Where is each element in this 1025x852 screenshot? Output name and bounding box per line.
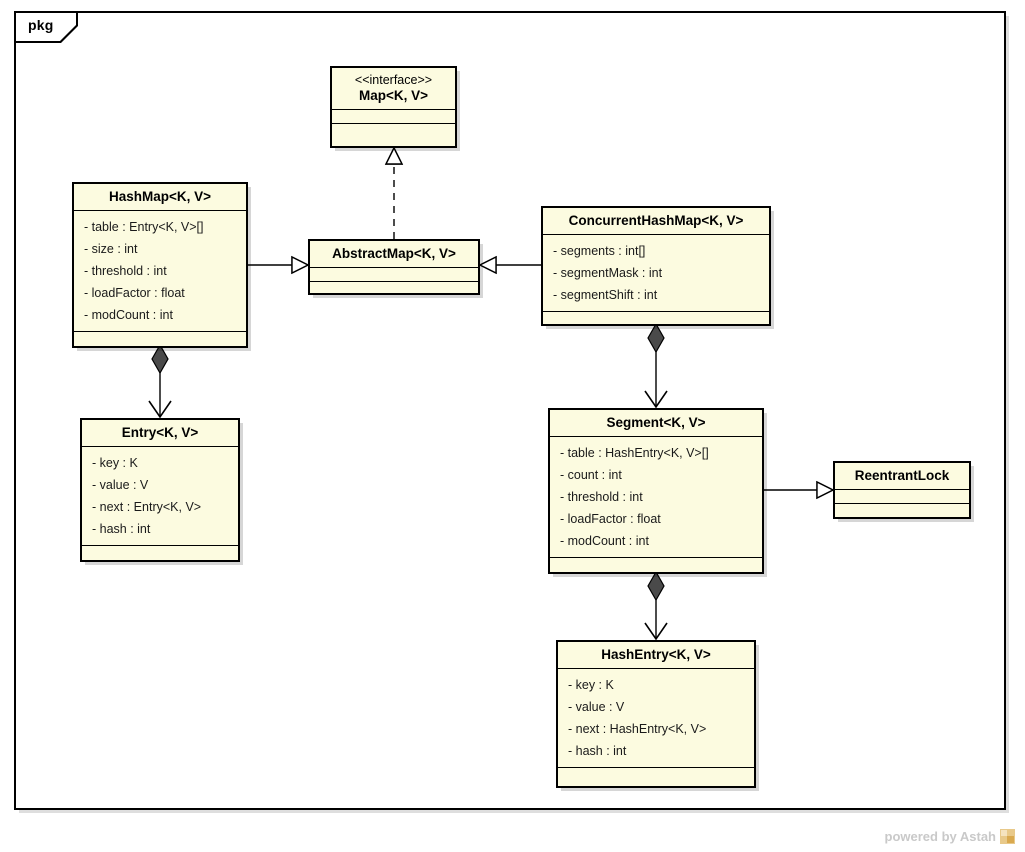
class-box-hashentry[interactable]: HashEntry<K, V> - key : K - value : V - … — [556, 640, 756, 788]
attribute-row: - loadFactor : float — [560, 512, 661, 526]
attribute-row: - count : int — [560, 468, 622, 482]
attribute-row: - table : HashEntry<K, V>[] — [560, 446, 709, 460]
class-title-entry: Entry<K, V> — [82, 420, 238, 447]
class-title-hashmap: HashMap<K, V> — [74, 184, 246, 211]
package-frame — [14, 11, 1006, 810]
attribute-row: - threshold : int — [84, 264, 167, 278]
class-box-reentrantlock[interactable]: ReentrantLock — [833, 461, 971, 519]
attribute-row: - modCount : int — [560, 534, 649, 548]
astah-logo-icon — [1000, 829, 1015, 844]
attribute-row: - value : V — [92, 478, 149, 492]
class-name-hashentry: HashEntry<K, V> — [601, 647, 711, 662]
attribute-row: - threshold : int — [560, 490, 643, 504]
rel-concurrenthashmap-abstractmap — [478, 255, 541, 275]
class-attributes-reentrantlock — [835, 490, 969, 504]
class-box-map[interactable]: <<interface>> Map<K, V> — [330, 66, 457, 148]
class-operations-map — [332, 124, 455, 140]
class-box-segment[interactable]: Segment<K, V> - table : HashEntry<K, V>[… — [548, 408, 764, 574]
package-frame-tab: pkg — [14, 11, 76, 41]
class-operations-reentrantlock — [835, 504, 969, 520]
class-operations-entry — [82, 546, 238, 562]
attribute-row: - table : Entry<K, V>[] — [84, 220, 204, 234]
class-attributes-concurrenthashmap: - segments : int[] - segmentMask : int -… — [543, 235, 769, 312]
rel-hashmap-abstractmap — [248, 255, 310, 275]
attribute-row: - key : K — [568, 678, 614, 692]
class-box-concurrenthashmap[interactable]: ConcurrentHashMap<K, V> - segments : int… — [541, 206, 771, 326]
class-attributes-map — [332, 110, 455, 124]
class-attributes-abstractmap — [310, 268, 478, 282]
class-box-hashmap[interactable]: HashMap<K, V> - table : Entry<K, V>[] - … — [72, 182, 248, 348]
attribute-row: - size : int — [84, 242, 138, 256]
class-operations-hashmap — [74, 332, 246, 348]
class-name-reentrantlock: ReentrantLock — [854, 468, 950, 483]
attribute-row: - hash : int — [568, 744, 627, 758]
watermark-label: powered by Astah — [884, 829, 996, 844]
class-title-segment: Segment<K, V> — [550, 410, 762, 437]
class-name-concurrenthashmap: ConcurrentHashMap<K, V> — [568, 213, 744, 228]
class-title-reentrantlock: ReentrantLock — [835, 463, 969, 490]
class-name-entry: Entry<K, V> — [121, 425, 199, 440]
class-attributes-segment: - table : HashEntry<K, V>[] - count : in… — [550, 437, 762, 558]
class-attributes-entry: - key : K - value : V - next : Entry<K, … — [82, 447, 238, 546]
rel-segment-hashentry — [644, 570, 668, 641]
class-name-map: Map<K, V> — [358, 88, 429, 103]
class-title-map: <<interface>> Map<K, V> — [332, 68, 455, 110]
attribute-row: - loadFactor : float — [84, 286, 185, 300]
rel-abstractmap-map — [384, 146, 404, 239]
class-operations-segment — [550, 558, 762, 574]
class-title-abstractmap: AbstractMap<K, V> — [310, 241, 478, 268]
class-name-segment: Segment<K, V> — [606, 415, 706, 430]
class-operations-abstractmap — [310, 282, 478, 298]
astah-watermark: powered by Astah — [885, 829, 1015, 844]
attribute-row: - next : Entry<K, V> — [92, 500, 202, 514]
class-title-concurrenthashmap: ConcurrentHashMap<K, V> — [543, 208, 769, 235]
class-box-abstractmap[interactable]: AbstractMap<K, V> — [308, 239, 480, 295]
attribute-row: - segmentMask : int — [553, 266, 663, 280]
package-frame-label: pkg — [28, 17, 54, 33]
rel-segment-reentrantlock — [764, 480, 835, 500]
attribute-row: - value : V — [568, 700, 625, 714]
class-stereotype-map: <<interface>> — [354, 73, 433, 87]
rel-hashmap-entry — [148, 343, 172, 419]
class-operations-hashentry — [558, 768, 754, 784]
attribute-row: - modCount : int — [84, 308, 173, 322]
class-box-entry[interactable]: Entry<K, V> - key : K - value : V - next… — [80, 418, 240, 562]
attribute-row: - segmentShift : int — [553, 288, 658, 302]
class-operations-concurrenthashmap — [543, 312, 769, 328]
class-name-abstractmap: AbstractMap<K, V> — [332, 246, 456, 261]
attribute-row: - hash : int — [92, 522, 151, 536]
rel-concurrenthashmap-segment — [644, 322, 668, 409]
attribute-row: - next : HashEntry<K, V> — [568, 722, 707, 736]
attribute-row: - key : K — [92, 456, 138, 470]
attribute-row: - segments : int[] — [553, 244, 646, 258]
class-attributes-hashmap: - table : Entry<K, V>[] - size : int - t… — [74, 211, 246, 332]
class-attributes-hashentry: - key : K - value : V - next : HashEntry… — [558, 669, 754, 768]
class-name-hashmap: HashMap<K, V> — [108, 189, 212, 204]
class-title-hashentry: HashEntry<K, V> — [558, 642, 754, 669]
